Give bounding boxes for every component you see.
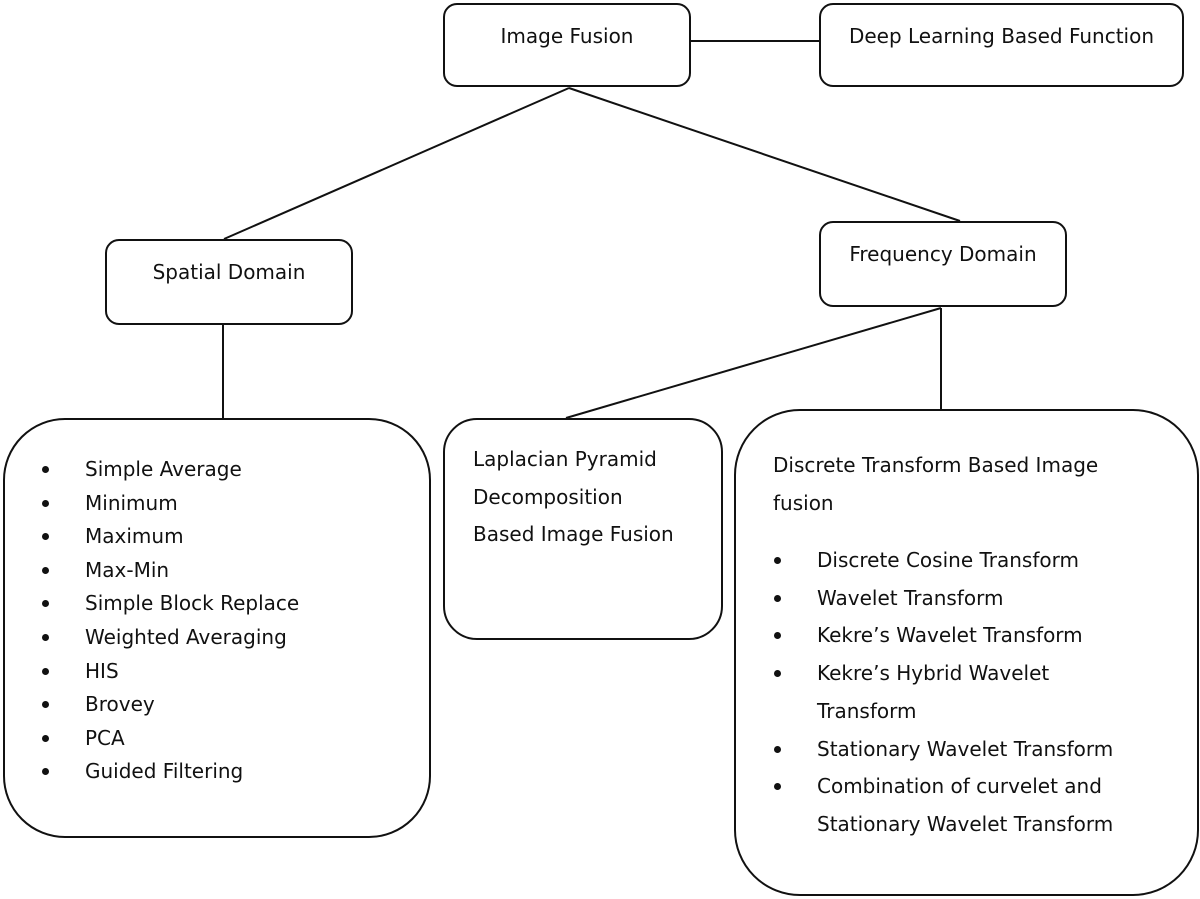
deep-learning-node: Deep Learning Based Function [819,3,1184,87]
connector-root-to-frequency [568,87,961,222]
connector-frequency-to-laplacian [565,307,942,419]
discrete-method-label-continued: Stationary Wavelet Transform [817,811,1114,836]
spatial-method-label: Maximum [85,524,184,549]
image-fusion-label: Image Fusion [500,24,634,48]
deep-learning-label: Deep Learning Based Function [848,24,1155,48]
discrete-method-item: Kekre’s Wavelet Transform [773,617,1113,655]
discrete-transform-title: Discrete Transform Based Image fusion [773,447,1153,522]
discrete-method-label: Wavelet Transform [817,585,1004,610]
spatial-method-label: Minimum [85,490,178,515]
spatial-method-item: Minimum [41,487,299,521]
spatial-method-item: Simple Block Replace [41,587,299,621]
discrete-method-item: Kekre’s Hybrid Wavelet Transform [773,655,1113,730]
discrete-title-line: fusion [773,490,834,515]
spatial-method-item: Weighted Averaging [41,621,299,655]
laplacian-label-line: Laplacian Pyramid [473,447,657,471]
discrete-method-item: Combination of curvelet and Stationary W… [773,768,1113,843]
laplacian-pyramid-label: Laplacian Pyramid Decomposition Based Im… [473,441,703,554]
spatial-domain-label: Spatial Domain [152,260,306,284]
discrete-method-label: Combination of curvelet and [817,774,1102,799]
spatial-domain-node: Spatial Domain [105,239,353,325]
image-fusion-node: Image Fusion [443,3,691,87]
discrete-method-item: Discrete Cosine Transform [773,542,1113,580]
discrete-method-label: Kekre’s Wavelet Transform [817,623,1083,648]
spatial-method-label: Simple Average [85,457,242,481]
discrete-method-label: Kekre’s Hybrid Wavelet [817,661,1050,686]
frequency-domain-node: Frequency Domain [819,221,1067,307]
spatial-method-item: Guided Filtering [41,755,299,789]
discrete-method-item: Wavelet Transform [773,580,1113,618]
spatial-method-item: Brovey [41,688,299,722]
spatial-method-label: Weighted Averaging [85,624,287,649]
spatial-method-item: HIS [41,655,299,689]
discrete-method-label: Stationary Wavelet Transform [817,736,1114,761]
frequency-domain-label: Frequency Domain [849,242,1037,266]
laplacian-label-line: Decomposition [473,484,623,509]
discrete-method-item: Stationary Wavelet Transform [773,731,1113,769]
spatial-methods-node: Simple Average Minimum Maximum Max-Min S… [3,418,431,838]
laplacian-label-line: Based Image Fusion [473,522,674,546]
spatial-method-item: Maximum [41,520,299,554]
spatial-methods-list: Simple Average Minimum Maximum Max-Min S… [41,453,299,789]
spatial-method-label: Max-Min [85,557,170,582]
discrete-methods-list: Discrete Cosine Transform Wavelet Transf… [773,542,1113,844]
spatial-method-label: PCA [85,725,125,750]
spatial-method-item: Max-Min [41,554,299,588]
spatial-method-label: Simple Block Replace [85,591,300,616]
spatial-method-label: HIS [85,658,119,683]
spatial-method-label: Guided Filtering [85,759,244,784]
discrete-method-label-continued: Transform [817,698,917,723]
laplacian-pyramid-node: Laplacian Pyramid Decomposition Based Im… [443,418,723,640]
spatial-method-label: Brovey [85,692,155,717]
spatial-method-item: Simple Average [41,453,299,487]
connector-root-to-spatial [223,87,570,240]
discrete-title-line: Discrete Transform Based Image [773,453,1099,477]
discrete-method-label: Discrete Cosine Transform [817,548,1079,572]
discrete-transform-node: Discrete Transform Based Image fusion Di… [734,409,1199,896]
spatial-method-item: PCA [41,722,299,756]
